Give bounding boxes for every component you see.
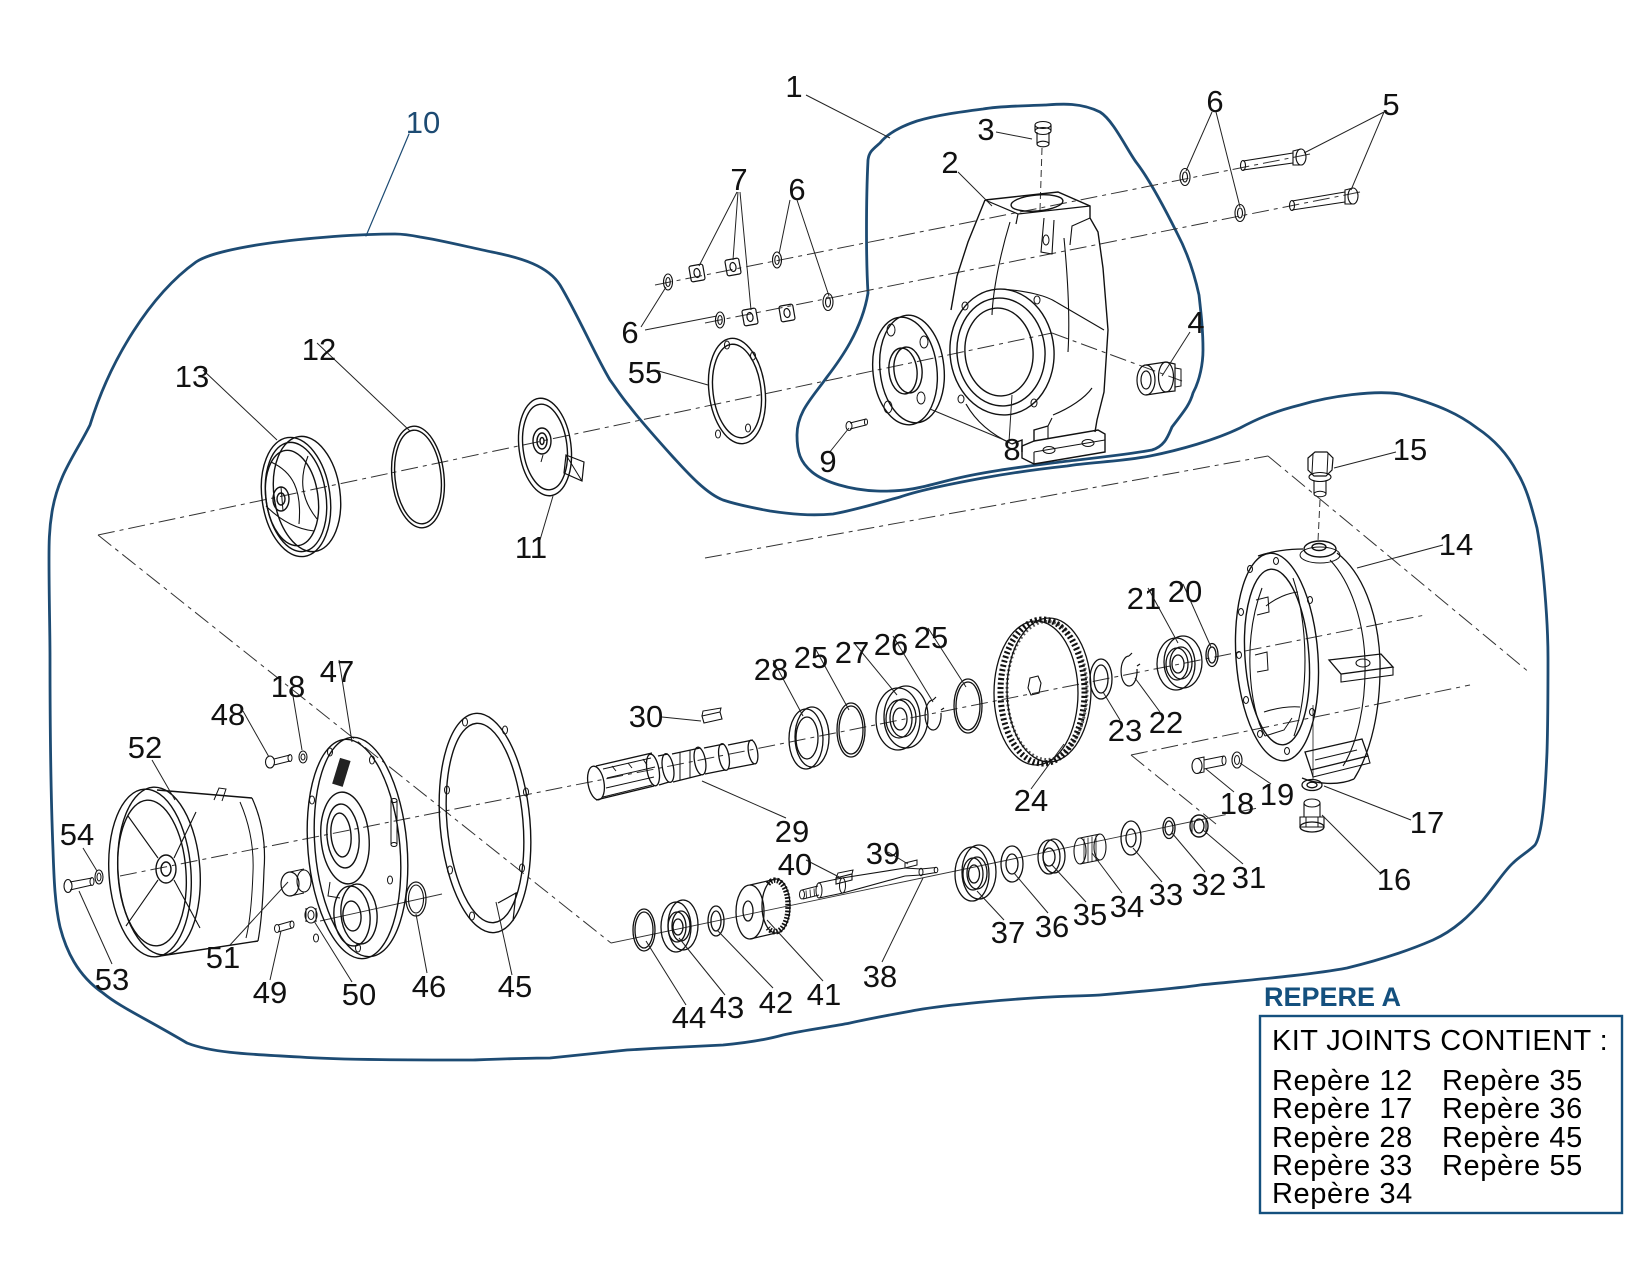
svg-text:Repère 45: Repère 45 bbox=[1442, 1122, 1583, 1154]
svg-text:33: 33 bbox=[1149, 877, 1183, 912]
svg-text:24: 24 bbox=[1014, 783, 1048, 818]
svg-text:51: 51 bbox=[206, 940, 240, 975]
svg-text:Repère 55: Repère 55 bbox=[1442, 1150, 1583, 1182]
svg-text:6: 6 bbox=[621, 315, 638, 350]
svg-text:55: 55 bbox=[628, 355, 662, 390]
svg-text:Repère 35: Repère 35 bbox=[1442, 1065, 1583, 1097]
svg-text:37: 37 bbox=[991, 915, 1025, 950]
svg-text:26: 26 bbox=[874, 627, 908, 662]
svg-text:5: 5 bbox=[1382, 87, 1399, 122]
svg-text:Repère 36: Repère 36 bbox=[1442, 1093, 1583, 1125]
svg-text:12: 12 bbox=[302, 332, 336, 367]
svg-text:10: 10 bbox=[406, 105, 440, 140]
svg-text:32: 32 bbox=[1192, 867, 1226, 902]
svg-text:21: 21 bbox=[1127, 581, 1161, 616]
svg-text:20: 20 bbox=[1168, 574, 1202, 609]
svg-text:25: 25 bbox=[914, 620, 948, 655]
svg-text:22: 22 bbox=[1149, 705, 1183, 740]
svg-text:Repère 33: Repère 33 bbox=[1272, 1150, 1413, 1182]
svg-text:8: 8 bbox=[1003, 432, 1020, 467]
svg-text:6: 6 bbox=[1206, 84, 1223, 119]
svg-text:19: 19 bbox=[1260, 777, 1294, 812]
svg-text:1: 1 bbox=[785, 69, 802, 104]
svg-text:49: 49 bbox=[253, 975, 287, 1010]
svg-text:4: 4 bbox=[1187, 305, 1204, 340]
svg-text:2: 2 bbox=[941, 145, 958, 180]
svg-text:45: 45 bbox=[498, 969, 532, 1004]
svg-text:14: 14 bbox=[1439, 527, 1473, 562]
svg-text:REPERE A: REPERE A bbox=[1264, 982, 1401, 1012]
svg-text:3: 3 bbox=[977, 112, 994, 147]
svg-text:7: 7 bbox=[730, 162, 747, 197]
svg-text:KIT JOINTS CONTIENT :: KIT JOINTS CONTIENT : bbox=[1272, 1025, 1608, 1057]
svg-text:15: 15 bbox=[1393, 432, 1427, 467]
svg-text:25: 25 bbox=[794, 640, 828, 675]
svg-text:34: 34 bbox=[1110, 889, 1144, 924]
svg-text:6: 6 bbox=[788, 172, 805, 207]
svg-text:29: 29 bbox=[775, 814, 809, 849]
svg-text:46: 46 bbox=[412, 969, 446, 1004]
svg-text:35: 35 bbox=[1073, 897, 1107, 932]
svg-text:13: 13 bbox=[175, 359, 209, 394]
svg-text:16: 16 bbox=[1377, 862, 1411, 897]
svg-text:9: 9 bbox=[819, 444, 836, 479]
svg-text:50: 50 bbox=[342, 977, 376, 1012]
svg-text:48: 48 bbox=[211, 697, 245, 732]
svg-text:11: 11 bbox=[515, 530, 547, 565]
svg-text:42: 42 bbox=[759, 985, 793, 1020]
svg-text:47: 47 bbox=[320, 654, 354, 689]
svg-text:38: 38 bbox=[863, 959, 897, 994]
svg-text:52: 52 bbox=[128, 730, 162, 765]
svg-text:Repère 28: Repère 28 bbox=[1272, 1122, 1413, 1154]
svg-text:40: 40 bbox=[778, 847, 812, 882]
svg-text:18: 18 bbox=[1220, 786, 1254, 821]
svg-text:Repère 34: Repère 34 bbox=[1272, 1178, 1413, 1210]
svg-text:17: 17 bbox=[1410, 805, 1444, 840]
svg-text:54: 54 bbox=[60, 817, 94, 852]
svg-text:43: 43 bbox=[710, 990, 744, 1025]
svg-text:28: 28 bbox=[754, 652, 788, 687]
svg-text:30: 30 bbox=[629, 699, 663, 734]
svg-text:23: 23 bbox=[1108, 713, 1142, 748]
svg-text:53: 53 bbox=[95, 962, 129, 997]
svg-text:36: 36 bbox=[1035, 909, 1069, 944]
svg-text:39: 39 bbox=[866, 836, 900, 871]
svg-text:27: 27 bbox=[835, 635, 869, 670]
svg-text:Repère 12: Repère 12 bbox=[1272, 1065, 1413, 1097]
svg-text:18: 18 bbox=[271, 669, 305, 704]
svg-text:41: 41 bbox=[807, 977, 841, 1012]
svg-text:44: 44 bbox=[672, 1000, 706, 1035]
svg-text:31: 31 bbox=[1232, 860, 1266, 895]
svg-text:Repère 17: Repère 17 bbox=[1272, 1093, 1413, 1125]
